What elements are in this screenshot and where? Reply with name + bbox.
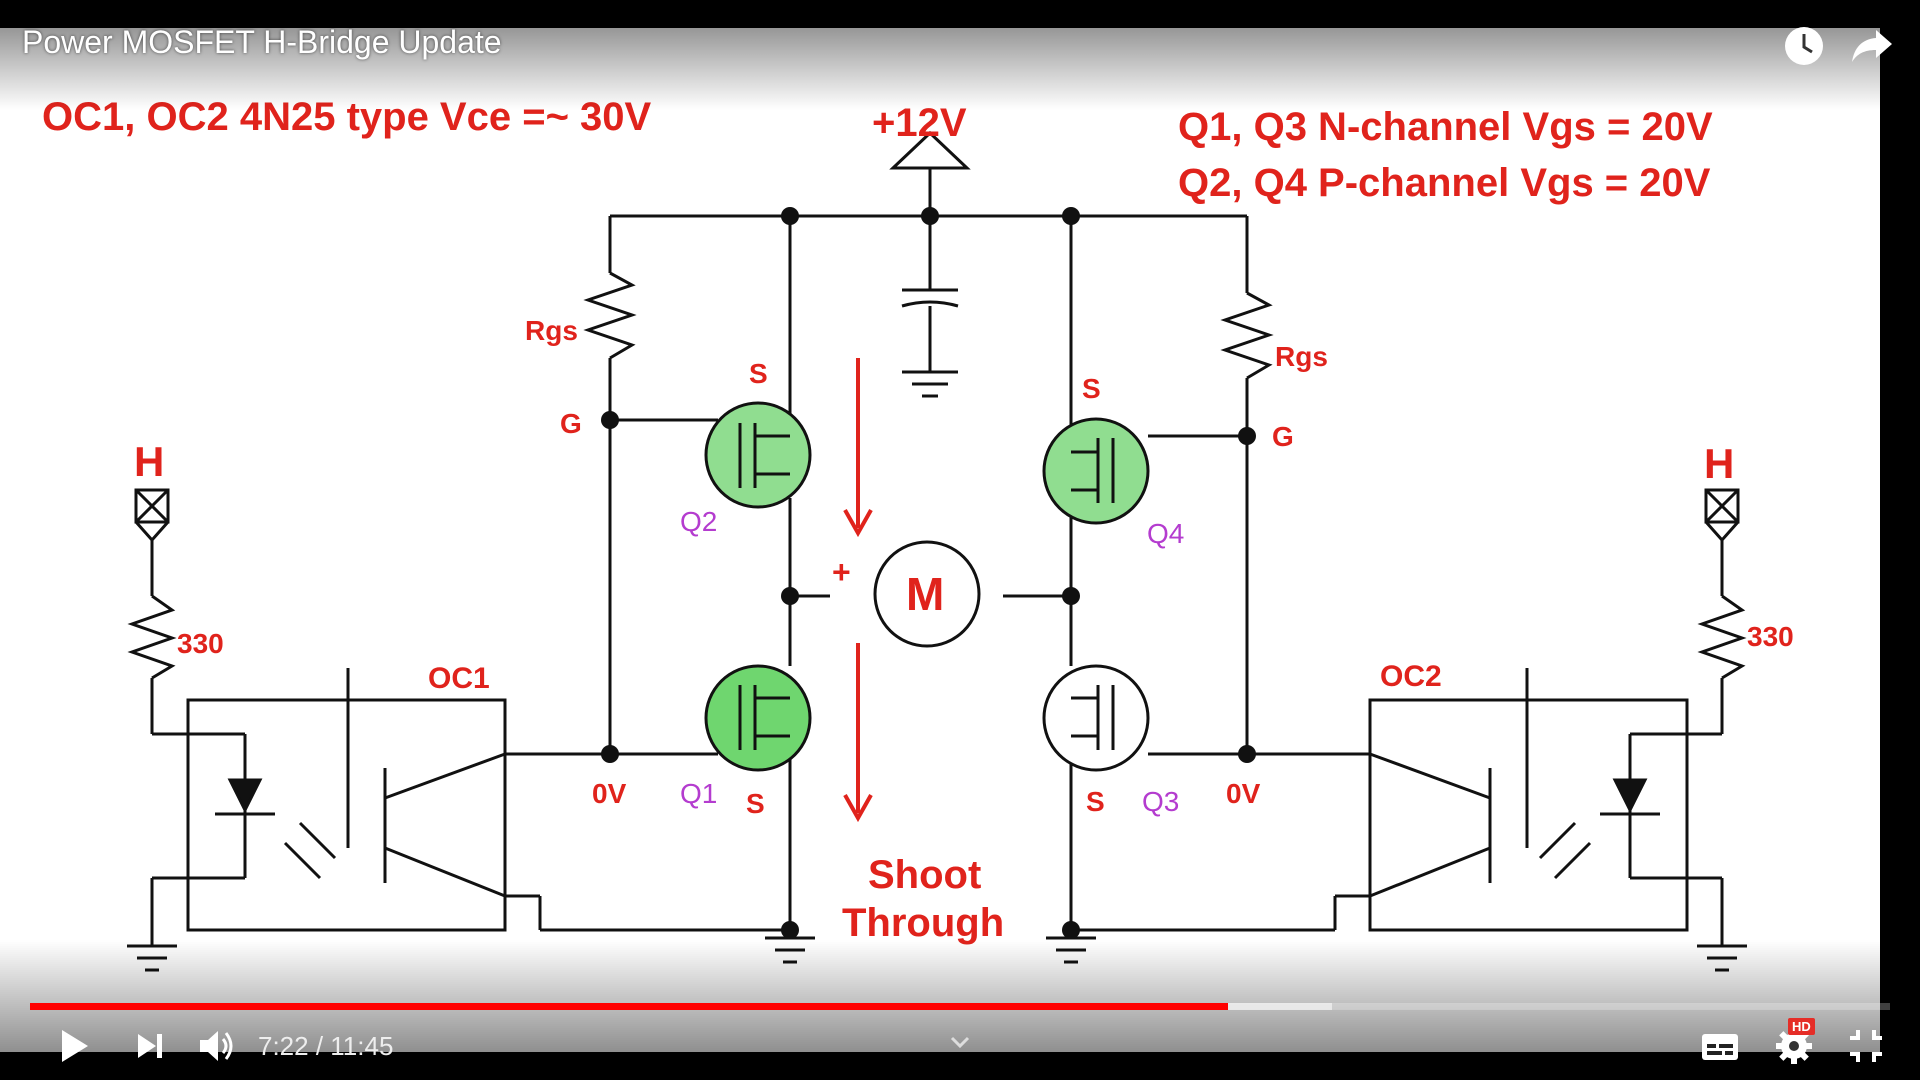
- motor-symbol: [873, 540, 981, 648]
- chevron-down-icon: [950, 1036, 970, 1049]
- next-button[interactable]: [126, 1022, 174, 1070]
- ov-right-label: 0V: [1226, 778, 1261, 809]
- hd-badge: HD: [1788, 1018, 1815, 1035]
- junction-dots: [601, 207, 1256, 939]
- ov-left-label: 0V: [592, 778, 627, 809]
- share-button[interactable]: [1850, 24, 1894, 68]
- play-button[interactable]: [50, 1022, 98, 1070]
- volume-icon: [200, 1031, 233, 1061]
- progress-played: [30, 1003, 1228, 1010]
- share-icon: [1852, 30, 1892, 62]
- oc2-label: OC2: [1380, 660, 1442, 693]
- subtitles-button[interactable]: [1696, 1022, 1744, 1070]
- progress-bar[interactable]: [30, 1003, 1890, 1010]
- gear-icon: [1776, 1028, 1812, 1064]
- h-right-label: H: [1704, 440, 1734, 487]
- supply-symbol: [889, 130, 971, 170]
- play-icon: [62, 1030, 88, 1062]
- next-icon: [138, 1034, 162, 1058]
- s-q4-label: S: [1082, 373, 1101, 404]
- settings-button[interactable]: HD: [1770, 1018, 1818, 1070]
- q2-label: Q2: [680, 506, 717, 537]
- video-frame[interactable]: OC1, OC2 4N25 type Vce =~ 30V Q1, Q3 N-c…: [0, 28, 1880, 1052]
- header-right-2: Q2, Q4 P-channel Vgs = 20V: [1178, 161, 1711, 205]
- clock-icon: [1785, 27, 1823, 65]
- time-display: 7:22 / 11:45: [258, 1031, 394, 1061]
- r330-right-label: 330: [1747, 621, 1794, 652]
- exit-fullscreen-icon: [1850, 1030, 1882, 1062]
- s-q1-label: S: [746, 788, 765, 819]
- q4-label: Q4: [1147, 518, 1184, 549]
- header-right-1: Q1, Q3 N-channel Vgs = 20V: [1178, 105, 1713, 149]
- supply-label: +12V: [872, 101, 967, 145]
- volume-button[interactable]: [192, 1022, 240, 1070]
- mosfet-q1: [704, 664, 812, 772]
- motor-plus: +: [832, 554, 851, 590]
- h-bridge-schematic: OC1, OC2 4N25 type Vce =~ 30V Q1, Q3 N-c…: [42, 95, 1794, 972]
- q1-label: Q1: [680, 778, 717, 809]
- video-title[interactable]: Power MOSFET H-Bridge Update: [22, 24, 502, 60]
- s-q3-label: S: [1086, 786, 1105, 817]
- rgs-left-label: Rgs: [525, 315, 578, 346]
- watch-later-button[interactable]: [1782, 24, 1826, 68]
- motor-label: M: [906, 568, 944, 620]
- mosfet-q4: [1042, 417, 1150, 525]
- exit-fullscreen-button[interactable]: [1842, 1022, 1890, 1070]
- h-connectors: [134, 488, 1740, 543]
- q3-label: Q3: [1142, 786, 1179, 817]
- wires: [127, 168, 1747, 946]
- shoot-line1: Shoot: [868, 853, 981, 897]
- h-left-label: H: [134, 438, 164, 485]
- shoot-through-arrows: [843, 358, 873, 823]
- rgs-right-label: Rgs: [1275, 341, 1328, 372]
- header-left: OC1, OC2 4N25 type Vce =~ 30V: [42, 95, 652, 139]
- s-q2-label: S: [749, 358, 768, 389]
- chevron-button[interactable]: [936, 1028, 984, 1058]
- g-left-label: G: [560, 408, 582, 439]
- mosfet-q3: [1042, 664, 1150, 772]
- r330-left-label: 330: [177, 628, 224, 659]
- g-right-label: G: [1272, 421, 1294, 452]
- shoot-line2: Through: [842, 901, 1004, 945]
- subtitles-icon: [1702, 1034, 1738, 1060]
- oc1-label: OC1: [428, 662, 490, 695]
- mosfet-q2: [704, 401, 812, 509]
